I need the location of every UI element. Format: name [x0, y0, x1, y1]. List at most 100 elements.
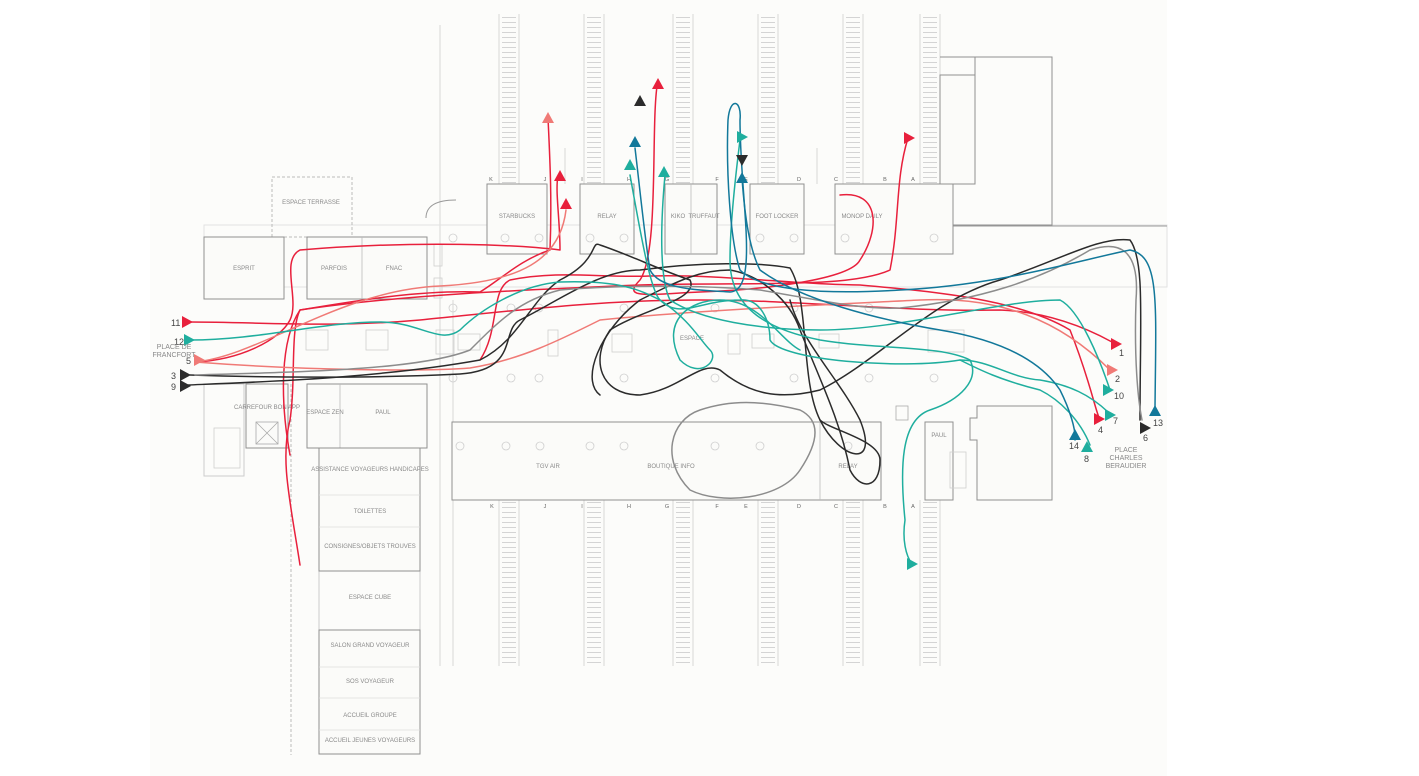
- endpoint-number-13: 13: [1153, 418, 1163, 428]
- platform-letters: KKJJIIHHGGFFEEDDCCBBAA: [489, 177, 915, 510]
- destination-marker: [629, 136, 641, 147]
- esprit-block: [203, 236, 285, 300]
- map-background: [150, 0, 1167, 776]
- endpoint-marker-5: [194, 354, 205, 366]
- service-label-espace-cube: ESPACE CUBE: [349, 595, 391, 601]
- endpoint-marker-4: [1094, 413, 1105, 425]
- platform-tracks: [439, 14, 941, 666]
- destination-marker: [907, 558, 918, 570]
- destination-marker: [736, 155, 748, 166]
- destination-marker: [736, 172, 748, 183]
- endpoint-number-1: 1: [1119, 348, 1124, 358]
- destination-marker: [542, 112, 554, 123]
- platform-letter-bottom: K: [490, 504, 494, 510]
- platform-letter-bottom: G: [665, 504, 669, 510]
- endpoint-number-2: 2: [1115, 374, 1120, 384]
- service-label-accueil-jeunes: ACCUEIL JEUNES VOYAGEURS: [325, 738, 415, 744]
- platform-letter-top: D: [797, 177, 801, 183]
- platform-letter-top: A: [911, 177, 915, 183]
- red-visitor-route: [479, 274, 1101, 421]
- relay-bottom-label: RELAY: [838, 464, 857, 470]
- paul-right-label: PAUL: [931, 433, 947, 439]
- parfois-label: PARFOIS: [321, 266, 347, 272]
- platform-letter-bottom: F: [715, 504, 719, 510]
- platform-letter-top: K: [489, 177, 493, 183]
- destination-marker: [904, 132, 915, 144]
- starbucks-block: [486, 183, 548, 255]
- paul-left-label: PAUL: [375, 410, 391, 416]
- espace-zen-label: ESPACE ZEN: [306, 410, 344, 416]
- salmon-visitor-route: [194, 209, 567, 363]
- black-visitor-route: [187, 238, 1142, 421]
- endpoint-number-14: 14: [1069, 441, 1079, 451]
- destination-marker: [652, 78, 664, 89]
- service-label-accueil-groupe: ACCUEIL GROUPE: [343, 713, 396, 719]
- platform-letter-top: J: [544, 177, 547, 183]
- endpoint-marker-11: [182, 316, 193, 328]
- esprit-label: ESPRIT: [233, 266, 255, 272]
- blue-visitor-route: [634, 102, 1157, 409]
- platform-letter-bottom: C: [834, 504, 838, 510]
- endpoint-marker-10: [1103, 384, 1114, 396]
- boutique-info-label: BOUTIQUE INFO: [647, 464, 695, 470]
- destination-marker: [560, 198, 572, 209]
- platform-letter-bottom: E: [744, 504, 748, 510]
- teal-visitor-route: [189, 280, 801, 370]
- truffaut-label: TRUFFAUT: [688, 214, 720, 220]
- platform-letter-bottom: A: [911, 504, 915, 510]
- service-label-sos: SOS VOYAGEUR: [346, 679, 395, 685]
- platform-letter-top: I: [581, 177, 583, 183]
- platform-letter-top: B: [883, 177, 887, 183]
- destination-marker: [658, 166, 670, 177]
- footlocker-block: [749, 183, 805, 255]
- black-visitor-route: [189, 262, 867, 455]
- endpoint-number-10: 10: [1114, 391, 1124, 401]
- endpoint-number-11: 11: [171, 318, 180, 328]
- west-shops: ESPRIT PARFOIS FNAC ESPACE TERRASSE CARR…: [203, 200, 428, 449]
- espace-center-label: ESPACE: [680, 336, 704, 342]
- teal-visitor-route: [660, 174, 1111, 391]
- service-label-salon: SALON GRAND VOYAGEUR: [331, 643, 411, 649]
- endpoint-marker-7: [1105, 409, 1116, 421]
- endpoint-number-5: 5: [186, 356, 191, 366]
- platform-letter-bottom: B: [883, 504, 887, 510]
- zen-paul-block: [306, 383, 428, 449]
- blue-visitor-route: [741, 177, 1076, 441]
- grey-visitor-route: [194, 245, 1143, 421]
- relay-top-block: [579, 183, 635, 255]
- espace-terrasse-label: ESPACE TERRASSE: [282, 200, 340, 206]
- endpoint-marker-13: [1149, 405, 1161, 416]
- destination-marker: [554, 170, 566, 181]
- visitor-routes: [187, 79, 1157, 566]
- service-label-toilettes: TOILETTES: [354, 509, 387, 515]
- service-label-assistance: ASSISTANCE VOYAGEURS HANDICAPES: [311, 467, 428, 473]
- endpoint-number-9: 9: [171, 382, 176, 392]
- destination-marker: [737, 131, 748, 143]
- tgvair-info-relay-block: [451, 421, 882, 501]
- teal-visitor-route: [729, 139, 974, 565]
- endpoint-number-7: 7: [1113, 416, 1118, 426]
- service-label-consignes: CONSIGNES/OBJETS TROUVES: [324, 544, 416, 550]
- endpoint-number-12: 12: [174, 337, 184, 347]
- platform-letter-bottom: I: [581, 504, 583, 510]
- destination-marker: [634, 95, 646, 106]
- destination-marker: [624, 159, 636, 170]
- monop-label: MONOP DAILY: [841, 214, 882, 220]
- platform-letter-bottom: J: [544, 504, 547, 510]
- endpoint-marker-9: [180, 380, 191, 392]
- endpoint-marker-3: [180, 369, 191, 381]
- paul-right-block: [924, 421, 954, 501]
- grey-visitor-route: [671, 401, 816, 499]
- platform-letter-top: G: [665, 177, 669, 183]
- endpoint-marker-6: [1140, 422, 1151, 434]
- salmon-visitor-route: [194, 298, 1111, 371]
- platform-letter-bottom: H: [627, 504, 631, 510]
- fnac-label: FNAC: [386, 266, 403, 272]
- tgvair-label: TGV AIR: [536, 464, 560, 470]
- endpoint-marker-1: [1111, 338, 1122, 350]
- platform-letter-bottom: D: [797, 504, 801, 510]
- starbucks-label: STARBUCKS: [499, 214, 535, 220]
- endpoint-marker-8: [1081, 441, 1093, 452]
